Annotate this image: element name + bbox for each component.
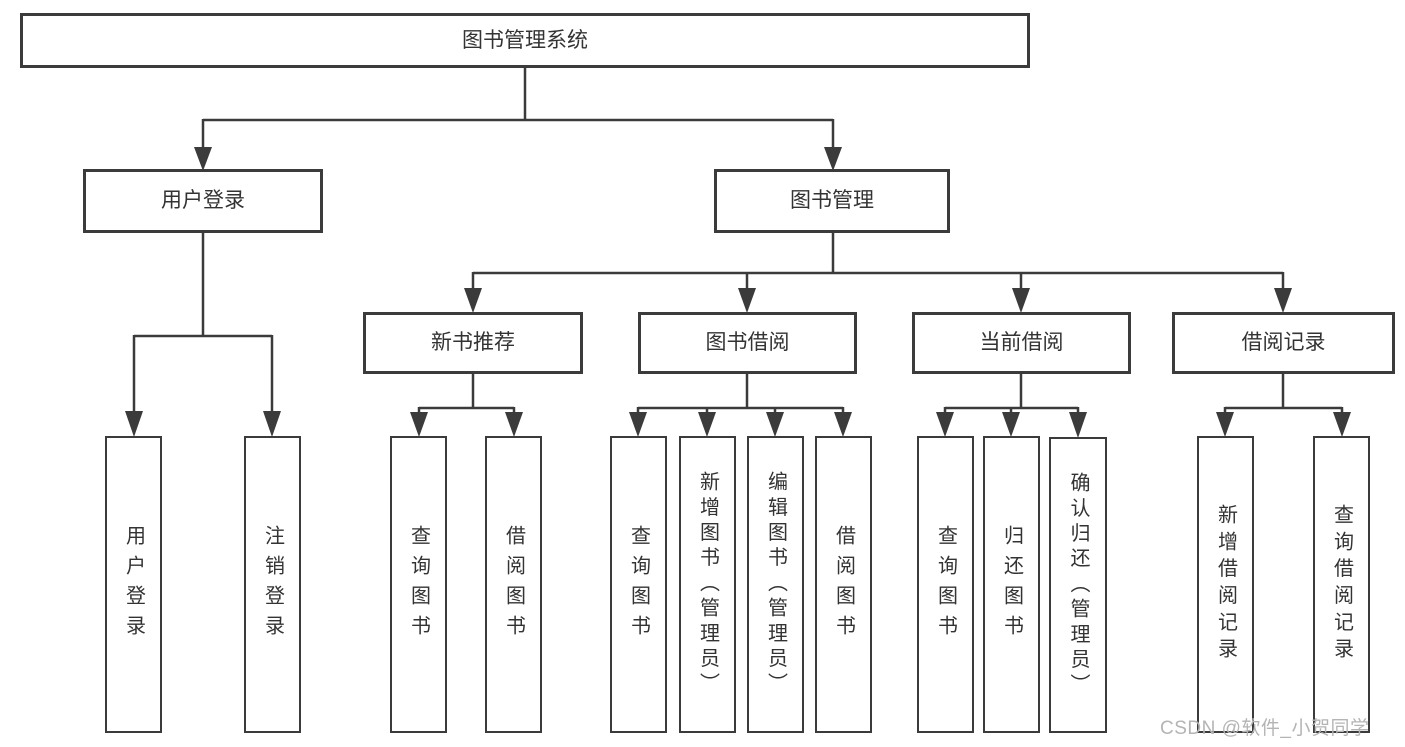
leaf-add-borrow-record: 新增借阅记录 <box>1197 436 1254 733</box>
leaf-user-login: 用户登录 <box>105 436 162 733</box>
node-user-login: 用户登录 <box>83 169 323 233</box>
leaf-logout: 注销登录 <box>244 436 301 733</box>
node-root-system: 图书管理系统 <box>20 13 1030 68</box>
csdn-watermark: CSDN @软件_小贺同学 <box>1160 718 1370 739</box>
leaf-confirm-return-admin: 确认归还（管理员） <box>1049 437 1107 733</box>
leaf-borrow-books-1: 借阅图书 <box>485 436 542 733</box>
leaf-return-books: 归还图书 <box>983 436 1040 733</box>
leaf-query-books-1: 查询图书 <box>390 436 447 733</box>
leaf-query-books-2: 查询图书 <box>610 436 667 733</box>
leaf-query-borrow-record: 查询借阅记录 <box>1313 436 1370 733</box>
node-book-management: 图书管理 <box>714 169 950 233</box>
leaf-borrow-books-2: 借阅图书 <box>815 436 872 733</box>
leaf-edit-books-admin: 编辑图书（管理员） <box>747 436 804 733</box>
node-module-current-borrow: 当前借阅 <box>912 312 1131 374</box>
node-module-book-borrow: 图书借阅 <box>638 312 857 374</box>
node-module-borrow-records: 借阅记录 <box>1172 312 1395 374</box>
node-module-new-book-recommend: 新书推荐 <box>363 312 583 374</box>
leaf-query-books-3: 查询图书 <box>917 436 974 733</box>
leaf-add-books-admin: 新增图书（管理员） <box>679 436 736 733</box>
